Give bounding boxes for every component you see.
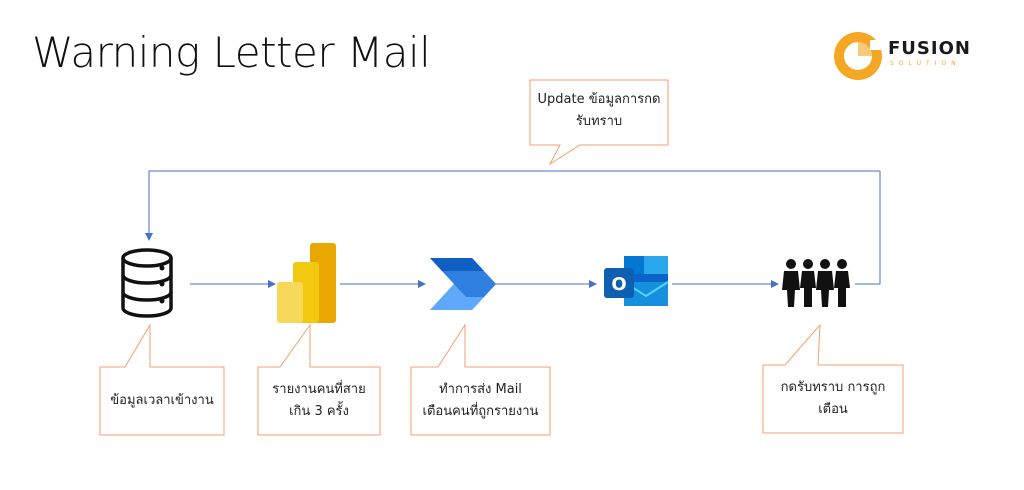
step-1-label-line: ข้อมูลเวลาเข้างาน — [110, 393, 214, 408]
step-5-label-line1: กดรับทราบ การถูก — [780, 380, 886, 395]
feedback-label-line2: รับทราบ — [575, 114, 623, 129]
step-3-label-line2: เตือนคนที่ถูกรายงาน — [422, 404, 539, 419]
outlook-icon: O — [604, 256, 669, 306]
logo-name: FUSION — [888, 38, 971, 59]
step-2-label-line1: รายงานคนที่สาย — [272, 382, 366, 397]
power-bi-icon — [277, 243, 336, 323]
logo-mark-icon — [834, 32, 890, 80]
step-5-label: กดรับทราบ การถูก เตือน — [763, 377, 903, 421]
feedback-label-line1: Update ข้อมูลการกด — [537, 92, 661, 107]
feedback-label: Update ข้อมูลการกด รับทราบ — [530, 89, 668, 133]
callout-step-1 — [99, 323, 225, 436]
step-5-label-line2: เตือน — [818, 402, 848, 417]
step-1-label: ข้อมูลเวลาเข้างาน — [100, 390, 224, 412]
people-icon — [782, 259, 850, 307]
callout-step-2 — [257, 323, 381, 436]
feedback-connector — [145, 170, 881, 285]
step-3-label-line1: ทำการส่ง Mail — [439, 382, 522, 397]
page-title: Warning Letter Mail — [32, 28, 431, 77]
power-automate-icon — [430, 258, 496, 310]
step-2-label: รายงานคนที่สาย เกิน 3 ครั้ง — [258, 379, 380, 423]
step-3-label: ทำการส่ง Mail เตือนคนที่ถูกรายงาน — [411, 379, 550, 423]
feedback-callout — [529, 79, 669, 166]
step-2-label-line2: เกิน 3 ครั้ง — [289, 404, 349, 419]
database-icon — [121, 248, 173, 318]
fusion-logo: FUSION SOLUTION — [830, 26, 1000, 88]
svg-text:O: O — [611, 274, 626, 295]
callout-step-5 — [762, 323, 904, 434]
logo-tagline: SOLUTION — [890, 60, 961, 67]
callout-step-3 — [410, 323, 551, 436]
